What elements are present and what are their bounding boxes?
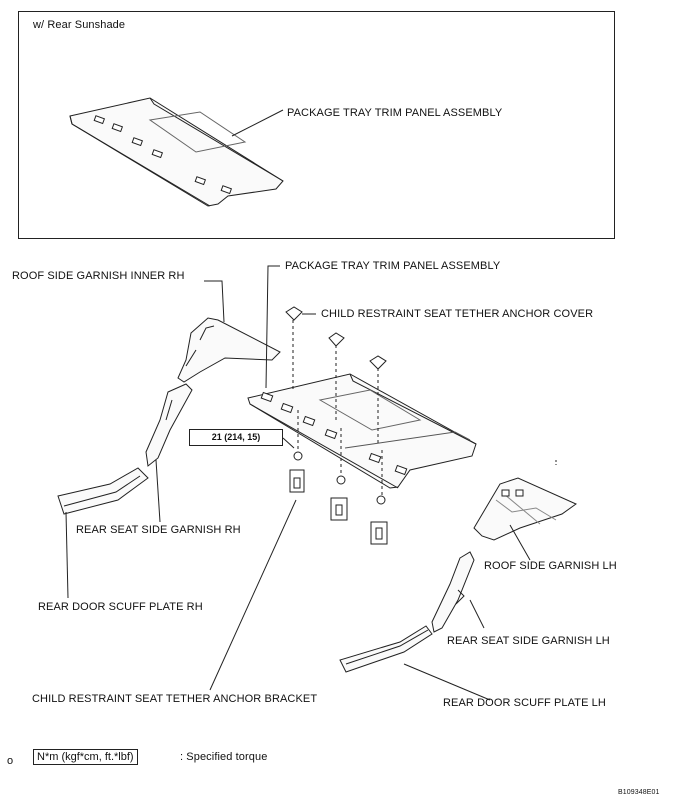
legend-unit-box: N*m (kgf*cm, ft.*lbf) (33, 749, 138, 765)
roof-side-garnish-inner-rh-drawing (177, 317, 281, 383)
label-child-restraint-cover: CHILD RESTRAINT SEAT TETHER ANCHOR COVER (321, 308, 594, 320)
leader-lines (65, 265, 531, 701)
label-rear-seat-side-garnish-lh: REAR SEAT SIDE GARNISH LH (447, 635, 610, 647)
rear-door-scuff-plate-lh-drawing (339, 625, 433, 673)
label-roof-side-garnish-lh: ROOF SIDE GARNISH LH (484, 560, 617, 572)
label-rear-door-scuff-plate-rh: REAR DOOR SCUFF PLATE RH (38, 601, 203, 613)
inset-part-label: PACKAGE TRAY TRIM PANEL ASSEMBLY (287, 107, 503, 119)
label-rear-door-scuff-plate-lh: REAR DOOR SCUFF PLATE LH (443, 697, 606, 709)
rear-seat-side-garnish-rh-drawing (145, 383, 193, 467)
rear-door-scuff-plate-rh-drawing (57, 467, 149, 515)
legend-description: : Specified torque (180, 751, 268, 763)
label-child-restraint-bracket: CHILD RESTRAINT SEAT TETHER ANCHOR BRACK… (32, 693, 318, 705)
torque-box: 21 (214, 15) (189, 429, 283, 446)
legend-marker: o (7, 755, 14, 767)
rear-seat-side-garnish-lh-drawing (431, 551, 475, 633)
roof-side-garnish-lh-drawing (473, 477, 577, 541)
figure-id: B109348E01 (618, 789, 660, 796)
anchor-brackets-drawing (289, 451, 388, 545)
label-roof-side-garnish-inner-rh: ROOF SIDE GARNISH INNER RH (12, 270, 185, 282)
package-tray-drawing (247, 320, 557, 495)
label-package-tray-trim-panel: PACKAGE TRAY TRIM PANEL ASSEMBLY (285, 260, 501, 272)
anchor-covers-drawing (285, 306, 387, 370)
label-rear-seat-side-garnish-rh: REAR SEAT SIDE GARNISH RH (76, 524, 241, 536)
inset-frame (18, 11, 615, 239)
inset-package-tray-drawing (69, 97, 284, 207)
inset-caption: w/ Rear Sunshade (33, 19, 126, 31)
